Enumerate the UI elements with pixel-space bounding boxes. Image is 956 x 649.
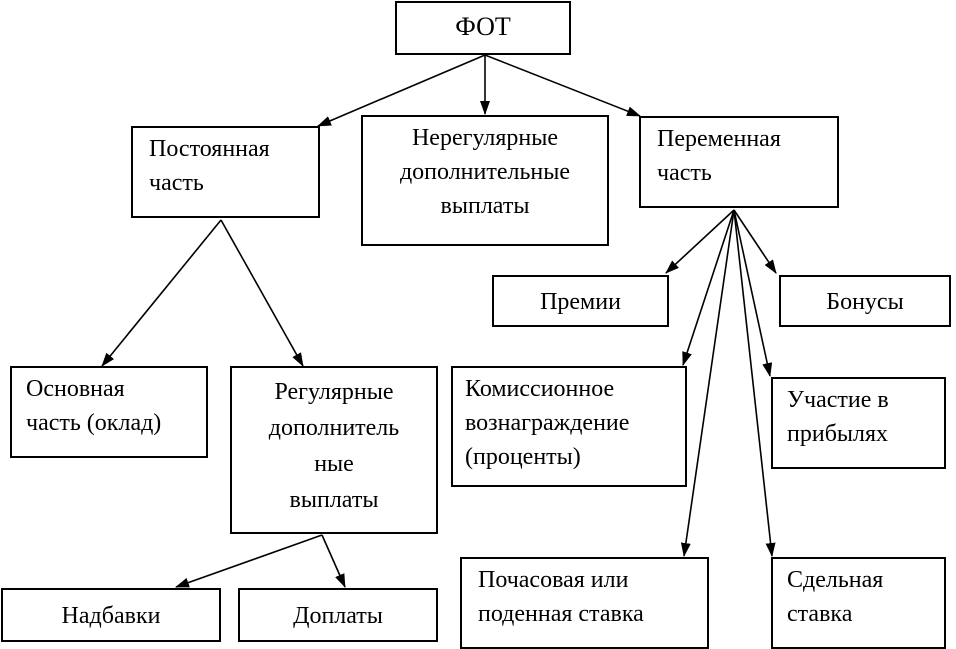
node-pochasovaya-line-2: поденная ставка <box>478 601 644 627</box>
node-komissionnoe-line-1: Комиссионное <box>465 376 615 402</box>
node-neregulyarnye-line-3: выплаты <box>440 193 530 219</box>
node-doplaty: Доплаты <box>238 588 438 642</box>
node-postoyannaya-line-1: Постоянная <box>149 136 270 162</box>
node-osnovnaya-line-1: Основная <box>26 376 125 402</box>
arrow-regulyarnye-to-nadbavki <box>175 534 323 588</box>
node-komissionnoe-voznagrazhdenie: Комиссионное вознаграждение (проценты) <box>451 366 687 487</box>
node-regulyarnye-line-2: дополнитель <box>268 415 400 441</box>
arrow-postoyannaya-to-regulyarnye <box>220 219 304 367</box>
node-pochasovaya-line-1: Почасовая или <box>478 567 629 593</box>
node-doplaty-line-1: Доплаты <box>293 603 383 629</box>
node-uchastie-line-2: прибылях <box>787 421 889 447</box>
node-premii: Премии <box>492 275 669 327</box>
arrow-peremennaya-to-bonusy <box>733 209 777 274</box>
node-komissionnoe-line-2: вознаграждение <box>465 410 630 436</box>
node-osnovnaya-chast: Основная часть (оклад) <box>10 366 208 458</box>
node-bonusy: Бонусы <box>779 275 951 327</box>
node-premii-line-1: Премии <box>540 289 621 315</box>
arrow-fot-to-peremennaya <box>484 54 641 117</box>
node-pochasovaya-stavka: Почасовая или поденная ставка <box>460 557 709 649</box>
node-peremennaya-chast: Переменная часть <box>639 116 839 208</box>
arrow-peremennaya-to-premii <box>665 209 735 274</box>
node-neregulyarnye-vyplaty: Нерегулярные дополнительные выплаты <box>361 115 609 246</box>
node-nadbavki-line-1: Надбавки <box>61 603 161 629</box>
node-peremennaya-line-1: Переменная <box>657 126 781 152</box>
arrow-peremennaya-to-pochasovaya <box>680 209 735 557</box>
node-regulyarnye-vyplaty: Регулярные дополнитель ные выплаты <box>230 366 438 534</box>
node-postoyannaya-chast: Постоянная часть <box>131 126 320 218</box>
node-postoyannaya-line-2: часть <box>149 170 204 196</box>
node-regulyarnye-line-3: ные <box>314 451 354 477</box>
arrow-peremennaya-to-komissionnoe <box>682 209 735 366</box>
node-osnovnaya-line-2: часть (оклад) <box>26 410 162 436</box>
node-sdelnaya-line-1: Сдельная <box>787 567 884 593</box>
node-neregulyarnye-line-1: Нерегулярные <box>411 125 559 151</box>
node-nadbavki: Надбавки <box>1 588 221 642</box>
node-peremennaya-line-2: часть <box>657 160 712 186</box>
arrow-regulyarnye-to-doplaty <box>321 534 346 588</box>
arrow-peremennaya-to-uchastie <box>733 209 773 377</box>
node-sdelnaya-stavka: Сдельная ставка <box>771 557 946 649</box>
arrow-postoyannaya-to-osnovnaya <box>101 219 222 367</box>
node-fot-line-1: ФОТ <box>455 12 511 41</box>
node-regulyarnye-line-1: Регулярные <box>274 379 394 405</box>
node-uchastie-v-pribylyah: Участие в прибылях <box>771 377 946 469</box>
node-regulyarnye-line-4: выплаты <box>289 487 379 513</box>
node-uchastie-line-1: Участие в <box>787 387 889 413</box>
node-neregulyarnye-line-2: дополнительные <box>399 159 571 185</box>
node-bonusy-line-1: Бонусы <box>826 289 904 315</box>
node-fot: ФОТ <box>395 1 571 55</box>
node-sdelnaya-line-2: ставка <box>787 601 853 627</box>
node-komissionnoe-line-3: (проценты) <box>465 444 581 470</box>
arrow-peremennaya-to-sdelnaya <box>733 209 776 557</box>
